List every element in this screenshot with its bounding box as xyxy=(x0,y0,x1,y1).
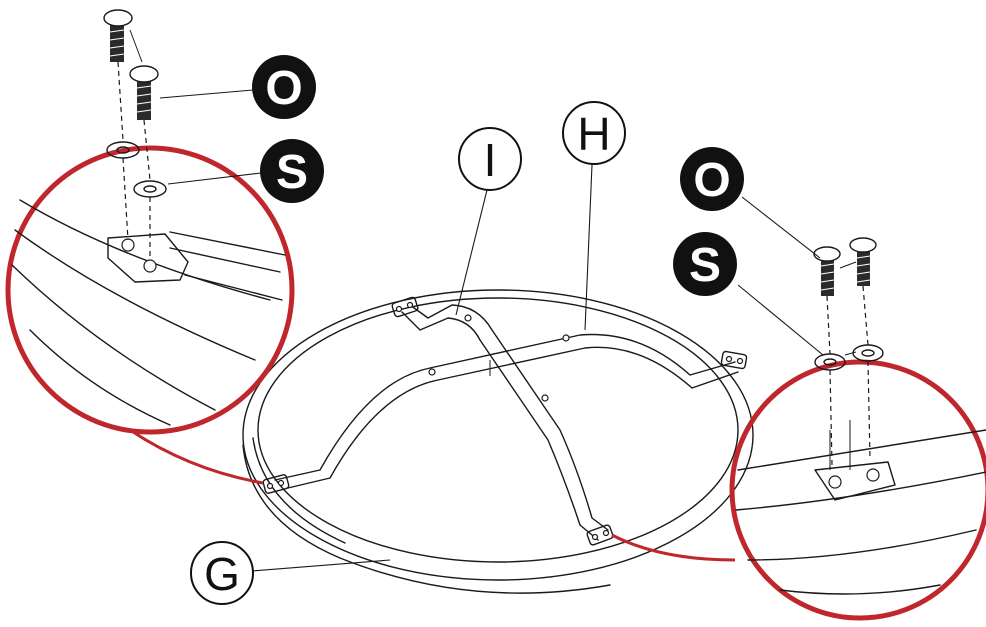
ring-frame-g xyxy=(242,289,754,594)
label-o-right: O xyxy=(680,147,744,211)
bolt-left-1 xyxy=(103,9,133,62)
washer-right-2 xyxy=(852,344,884,362)
label-o-left: O xyxy=(252,55,316,119)
washer-left-2 xyxy=(133,180,167,198)
hardware-left xyxy=(103,9,167,260)
bracket-top-left xyxy=(391,296,419,318)
label-s-left: S xyxy=(260,139,324,203)
zoom-right-content xyxy=(735,420,986,595)
crossbar-i xyxy=(401,304,609,541)
bolt-right-2 xyxy=(849,237,877,286)
bracket-bottom xyxy=(586,524,614,546)
label-s-right: S xyxy=(673,232,737,296)
svg-text:O: O xyxy=(693,154,730,207)
label-i: I xyxy=(458,127,522,191)
leader-lines xyxy=(159,89,824,572)
bolt-right-1 xyxy=(813,246,841,296)
bracket-left xyxy=(262,474,290,494)
zoom-detail-left xyxy=(5,145,295,485)
svg-text:I: I xyxy=(484,134,497,186)
zoom-detail-right xyxy=(611,359,986,621)
svg-text:S: S xyxy=(276,146,308,199)
frame-brackets xyxy=(262,296,748,546)
bracket-right xyxy=(720,350,748,370)
svg-text:G: G xyxy=(204,548,240,600)
svg-text:H: H xyxy=(577,108,610,160)
bolt-left-2 xyxy=(129,65,159,120)
label-g: G xyxy=(190,541,254,605)
svg-text:O: O xyxy=(265,62,302,115)
crossbar-h xyxy=(274,333,739,489)
svg-text:S: S xyxy=(689,239,721,292)
zoom-left-content xyxy=(11,199,286,426)
hardware-right xyxy=(813,237,884,466)
label-h: H xyxy=(562,101,626,165)
